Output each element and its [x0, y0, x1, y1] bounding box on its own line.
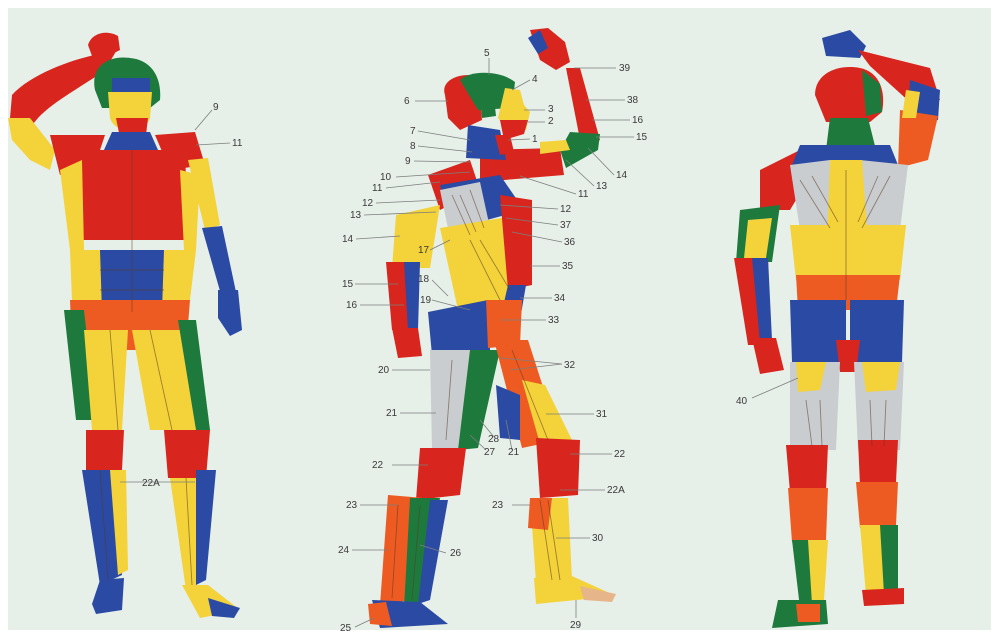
anterior-leader-9: [195, 110, 212, 130]
figure-anterior: [8, 33, 242, 618]
lateral-label-21: 21: [386, 408, 398, 419]
lateral-label-31: 31: [596, 409, 608, 420]
anterior-left-foot: [92, 578, 124, 614]
lateral-label-13: 13: [350, 210, 362, 221]
lateral-front-knee: [536, 438, 580, 498]
anterior-right-shin: [170, 478, 198, 590]
lateral-label-11-right: 11: [578, 189, 589, 200]
lateral-label-22-right: 22: [614, 449, 626, 460]
lateral-label-6: 6: [404, 96, 410, 107]
lateral-label-19: 19: [420, 295, 432, 306]
lateral-back-knee: [416, 448, 466, 500]
lateral-hanging-upper-arm: [392, 205, 440, 268]
anterior-label-9: 9: [213, 102, 219, 113]
lateral-label-12-right: 12: [560, 204, 572, 215]
posterior-right-foot: [862, 588, 904, 606]
lateral-label-27: 27: [484, 447, 496, 458]
lateral-label-22: 22: [372, 460, 384, 471]
lateral-label-23: 23: [346, 500, 358, 511]
lateral-label-21-second: 21: [508, 447, 520, 458]
lateral-label-37: 37: [560, 220, 572, 231]
lateral-label-12: 12: [362, 198, 374, 209]
lateral-ear: [480, 98, 496, 118]
lateral-buttock: [428, 300, 490, 355]
lateral-label-16-right: 16: [632, 115, 644, 126]
lateral-label-2: 2: [548, 116, 554, 127]
lateral-label-38: 38: [627, 95, 639, 106]
lateral-label-28: 28: [488, 434, 500, 445]
lateral-label-17: 17: [418, 245, 430, 256]
anterior-chest: [78, 150, 188, 240]
lateral-label-1: 1: [532, 134, 538, 145]
lateral-label-9: 9: [405, 156, 411, 167]
lateral-label-35: 35: [562, 261, 574, 272]
lateral-label-3: 3: [548, 104, 554, 115]
lateral-label-18: 18: [418, 274, 430, 285]
posterior-right-calf: [856, 482, 898, 528]
anterior-left-knee: [86, 430, 124, 470]
anterior-leader-11: [196, 143, 230, 145]
lateral-label-8: 8: [410, 141, 416, 152]
lateral-label-13-right: 13: [596, 181, 608, 192]
posterior-lower-back: [790, 225, 906, 280]
anterior-left-ribs: [60, 160, 84, 250]
lateral-label-10: 10: [380, 172, 392, 183]
lateral-label-22a: 22A: [607, 485, 625, 496]
posterior-right-knee: [858, 440, 898, 486]
lateral-label-5: 5: [484, 48, 490, 59]
anterior-neck: [104, 132, 158, 150]
figure-posterior: [734, 30, 940, 628]
lateral-label-23-right: 23: [492, 500, 504, 511]
lateral-label-25: 25: [340, 623, 352, 634]
lateral-label-30: 30: [592, 533, 604, 544]
posterior-label-40: 40: [736, 396, 748, 407]
lateral-label-15-right: 15: [636, 132, 648, 143]
lateral-label-14: 14: [342, 234, 354, 245]
anterior-right-calf-outer: [196, 470, 216, 585]
anterior-hanging-forearm: [202, 226, 236, 298]
posterior-right-thigh-yellow: [862, 362, 900, 392]
posterior-left-knee: [786, 445, 828, 492]
posterior-hanging-hand: [752, 338, 784, 374]
lateral-label-15: 15: [342, 279, 354, 290]
anterior-label-22a: 22A: [142, 478, 160, 489]
lateral-hanging-hand: [392, 328, 422, 358]
posterior-upper-arm: [898, 110, 938, 168]
lateral-label-14-right: 14: [616, 170, 628, 181]
lateral-label-7: 7: [410, 126, 416, 137]
anterior-forehead: [112, 78, 150, 92]
lateral-label-20: 20: [378, 365, 390, 376]
anterior-hanging-hand: [218, 290, 242, 336]
lateral-label-29: 29: [570, 620, 582, 631]
anterior-raised-forearm: [8, 118, 55, 170]
posterior-left-heel: [796, 604, 820, 622]
lateral-label-26: 26: [450, 548, 462, 559]
lateral-label-36: 36: [564, 237, 576, 248]
posterior-left-calf: [788, 488, 828, 542]
anterior-label-11: 11: [232, 138, 243, 149]
lateral-label-33: 33: [548, 315, 560, 326]
lateral-label-39: 39: [619, 63, 631, 74]
lateral-label-24: 24: [338, 545, 350, 556]
lateral-label-32: 32: [564, 360, 576, 371]
lateral-label-16: 16: [346, 300, 358, 311]
lateral-label-4: 4: [532, 74, 538, 85]
posterior-fist: [822, 30, 866, 58]
lateral-label-11: 11: [372, 183, 383, 194]
lateral-label-34: 34: [554, 293, 566, 304]
